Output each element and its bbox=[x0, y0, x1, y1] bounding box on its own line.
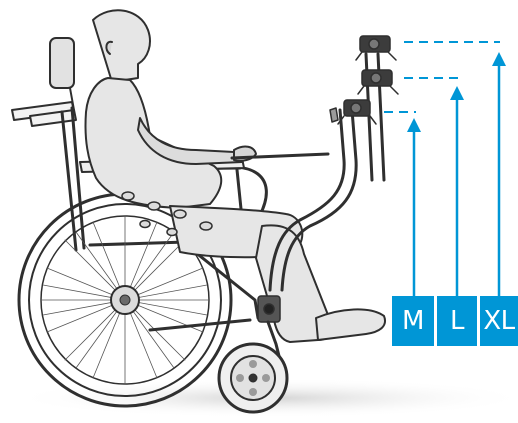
front-caster bbox=[219, 322, 287, 412]
up-arrow-icon bbox=[450, 86, 464, 296]
mount-head-l bbox=[358, 70, 398, 94]
height-guides bbox=[384, 42, 500, 112]
up-arrow-icon bbox=[407, 118, 421, 296]
mount-head-xl bbox=[356, 36, 396, 60]
headrest bbox=[50, 38, 74, 110]
size-badge-m: M bbox=[392, 296, 434, 346]
size-badge-l: L bbox=[437, 296, 477, 346]
up-arrow-icon bbox=[492, 52, 506, 296]
size-badge-xl: XL bbox=[480, 296, 518, 346]
height-arrows bbox=[407, 52, 506, 296]
arm-support-mount bbox=[270, 54, 384, 290]
frame-clamp bbox=[258, 296, 280, 322]
wheelchair-illustration bbox=[12, 10, 398, 412]
push-handles bbox=[12, 102, 76, 126]
